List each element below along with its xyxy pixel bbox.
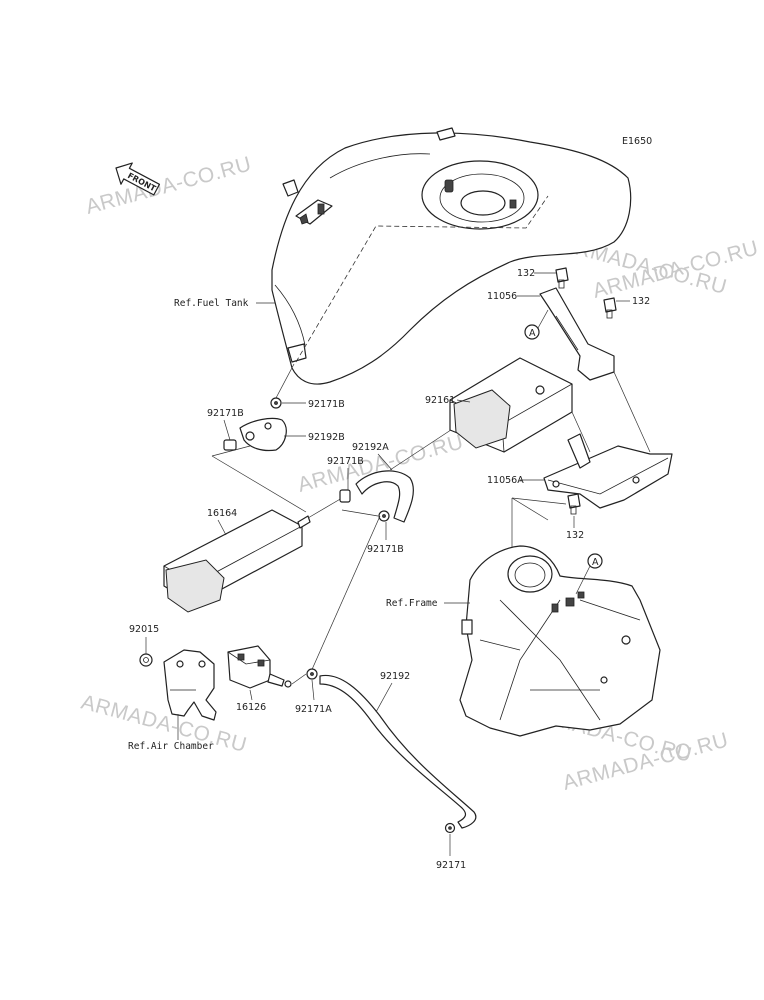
callout-a-upper-label: A	[529, 328, 536, 339]
label-11056: 11056	[487, 291, 517, 302]
label-92192A: 92192A	[352, 442, 389, 453]
label-92171: 92171	[436, 860, 466, 871]
label-92171B-upper: 92171B	[308, 399, 345, 410]
hose-92192B	[239, 417, 287, 452]
bolt-132-right	[603, 297, 617, 319]
clamp-92171B-left	[223, 439, 237, 451]
label-11056A: 11056A	[487, 475, 524, 486]
cover-92161	[449, 357, 573, 453]
clamp-92171A	[306, 668, 318, 680]
ref-air-chamber-label: Ref.Air Chamber	[128, 741, 214, 752]
label-132-right: 132	[632, 296, 650, 307]
label-16164: 16164	[207, 508, 237, 519]
clamp-92171B-lower	[378, 510, 390, 522]
label-92171B-middle: 92171B	[327, 456, 364, 467]
watermark-1: ARMADA-CO.RU	[83, 152, 254, 218]
label-92171A: 92171A	[295, 704, 332, 715]
label-92192: 92192	[380, 671, 410, 682]
bracket-11056A	[543, 433, 673, 509]
ref-frame-label: Ref.Frame	[386, 598, 438, 609]
diagram-code: E1650	[622, 136, 652, 147]
clamp-92171B-middle	[339, 489, 351, 503]
bolt-132-top	[555, 267, 569, 289]
label-16126: 16126	[236, 702, 266, 713]
hose-92192A	[355, 470, 414, 523]
callout-a-lower-label: A	[592, 557, 599, 568]
label-92171B-lower: 92171B	[367, 544, 404, 555]
ref-fuel-tank-label: Ref.Fuel Tank	[174, 298, 249, 309]
label-92171B-left: 92171B	[207, 408, 244, 419]
clamp-92171	[444, 822, 456, 834]
hose-92192	[319, 674, 477, 829]
callout-a-upper: A	[524, 324, 540, 340]
bolt-132-bottom	[567, 493, 581, 515]
frame	[459, 545, 661, 737]
label-92192B: 92192B	[308, 432, 345, 443]
canister-16164	[163, 509, 311, 613]
clamp-92171B-upper	[270, 397, 282, 409]
nut-92015	[139, 653, 153, 667]
bracket-11056	[539, 287, 615, 381]
air-chamber-bracket	[163, 649, 217, 721]
label-92161: 92161	[425, 395, 455, 406]
label-92015: 92015	[129, 624, 159, 635]
valve-16126	[227, 645, 292, 689]
label-132-top: 132	[517, 268, 535, 279]
fuel-tank	[271, 127, 632, 385]
callout-a-lower: A	[587, 553, 603, 569]
label-132-bottom: 132	[566, 530, 584, 541]
